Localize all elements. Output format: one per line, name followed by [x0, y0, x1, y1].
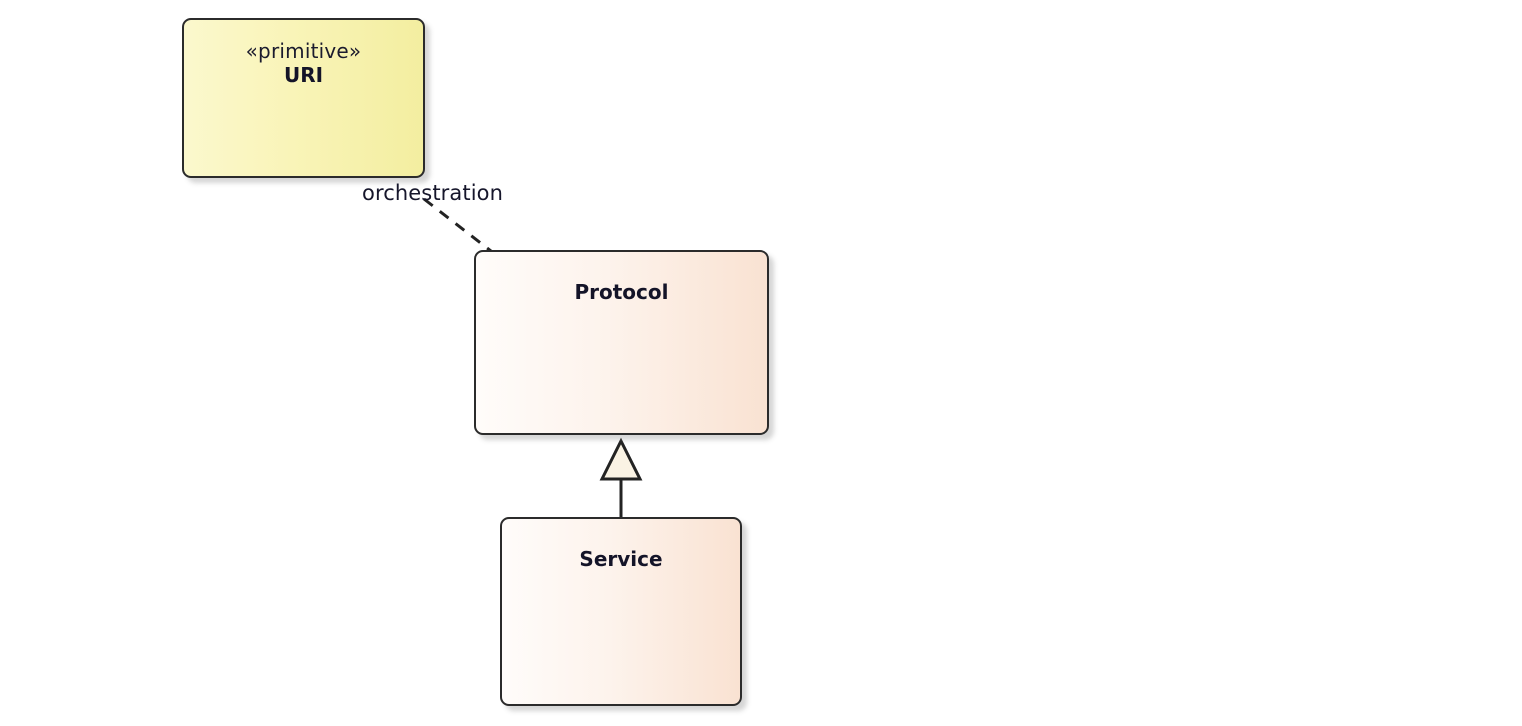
class-name-uri: URI: [283, 63, 324, 87]
class-stereotype-uri: «primitive»: [245, 39, 362, 63]
dependency-line-orchestration: [423, 197, 497, 257]
generalization-arrowhead-icon: [599, 437, 643, 481]
relationship-label-orchestration: orchestration: [362, 181, 503, 205]
class-box-uri[interactable]: «primitive» URI: [182, 18, 425, 178]
class-box-protocol[interactable]: Protocol: [474, 250, 769, 435]
class-name-protocol: Protocol: [574, 280, 669, 304]
class-name-service: Service: [579, 547, 663, 571]
class-box-service[interactable]: Service: [500, 517, 742, 706]
